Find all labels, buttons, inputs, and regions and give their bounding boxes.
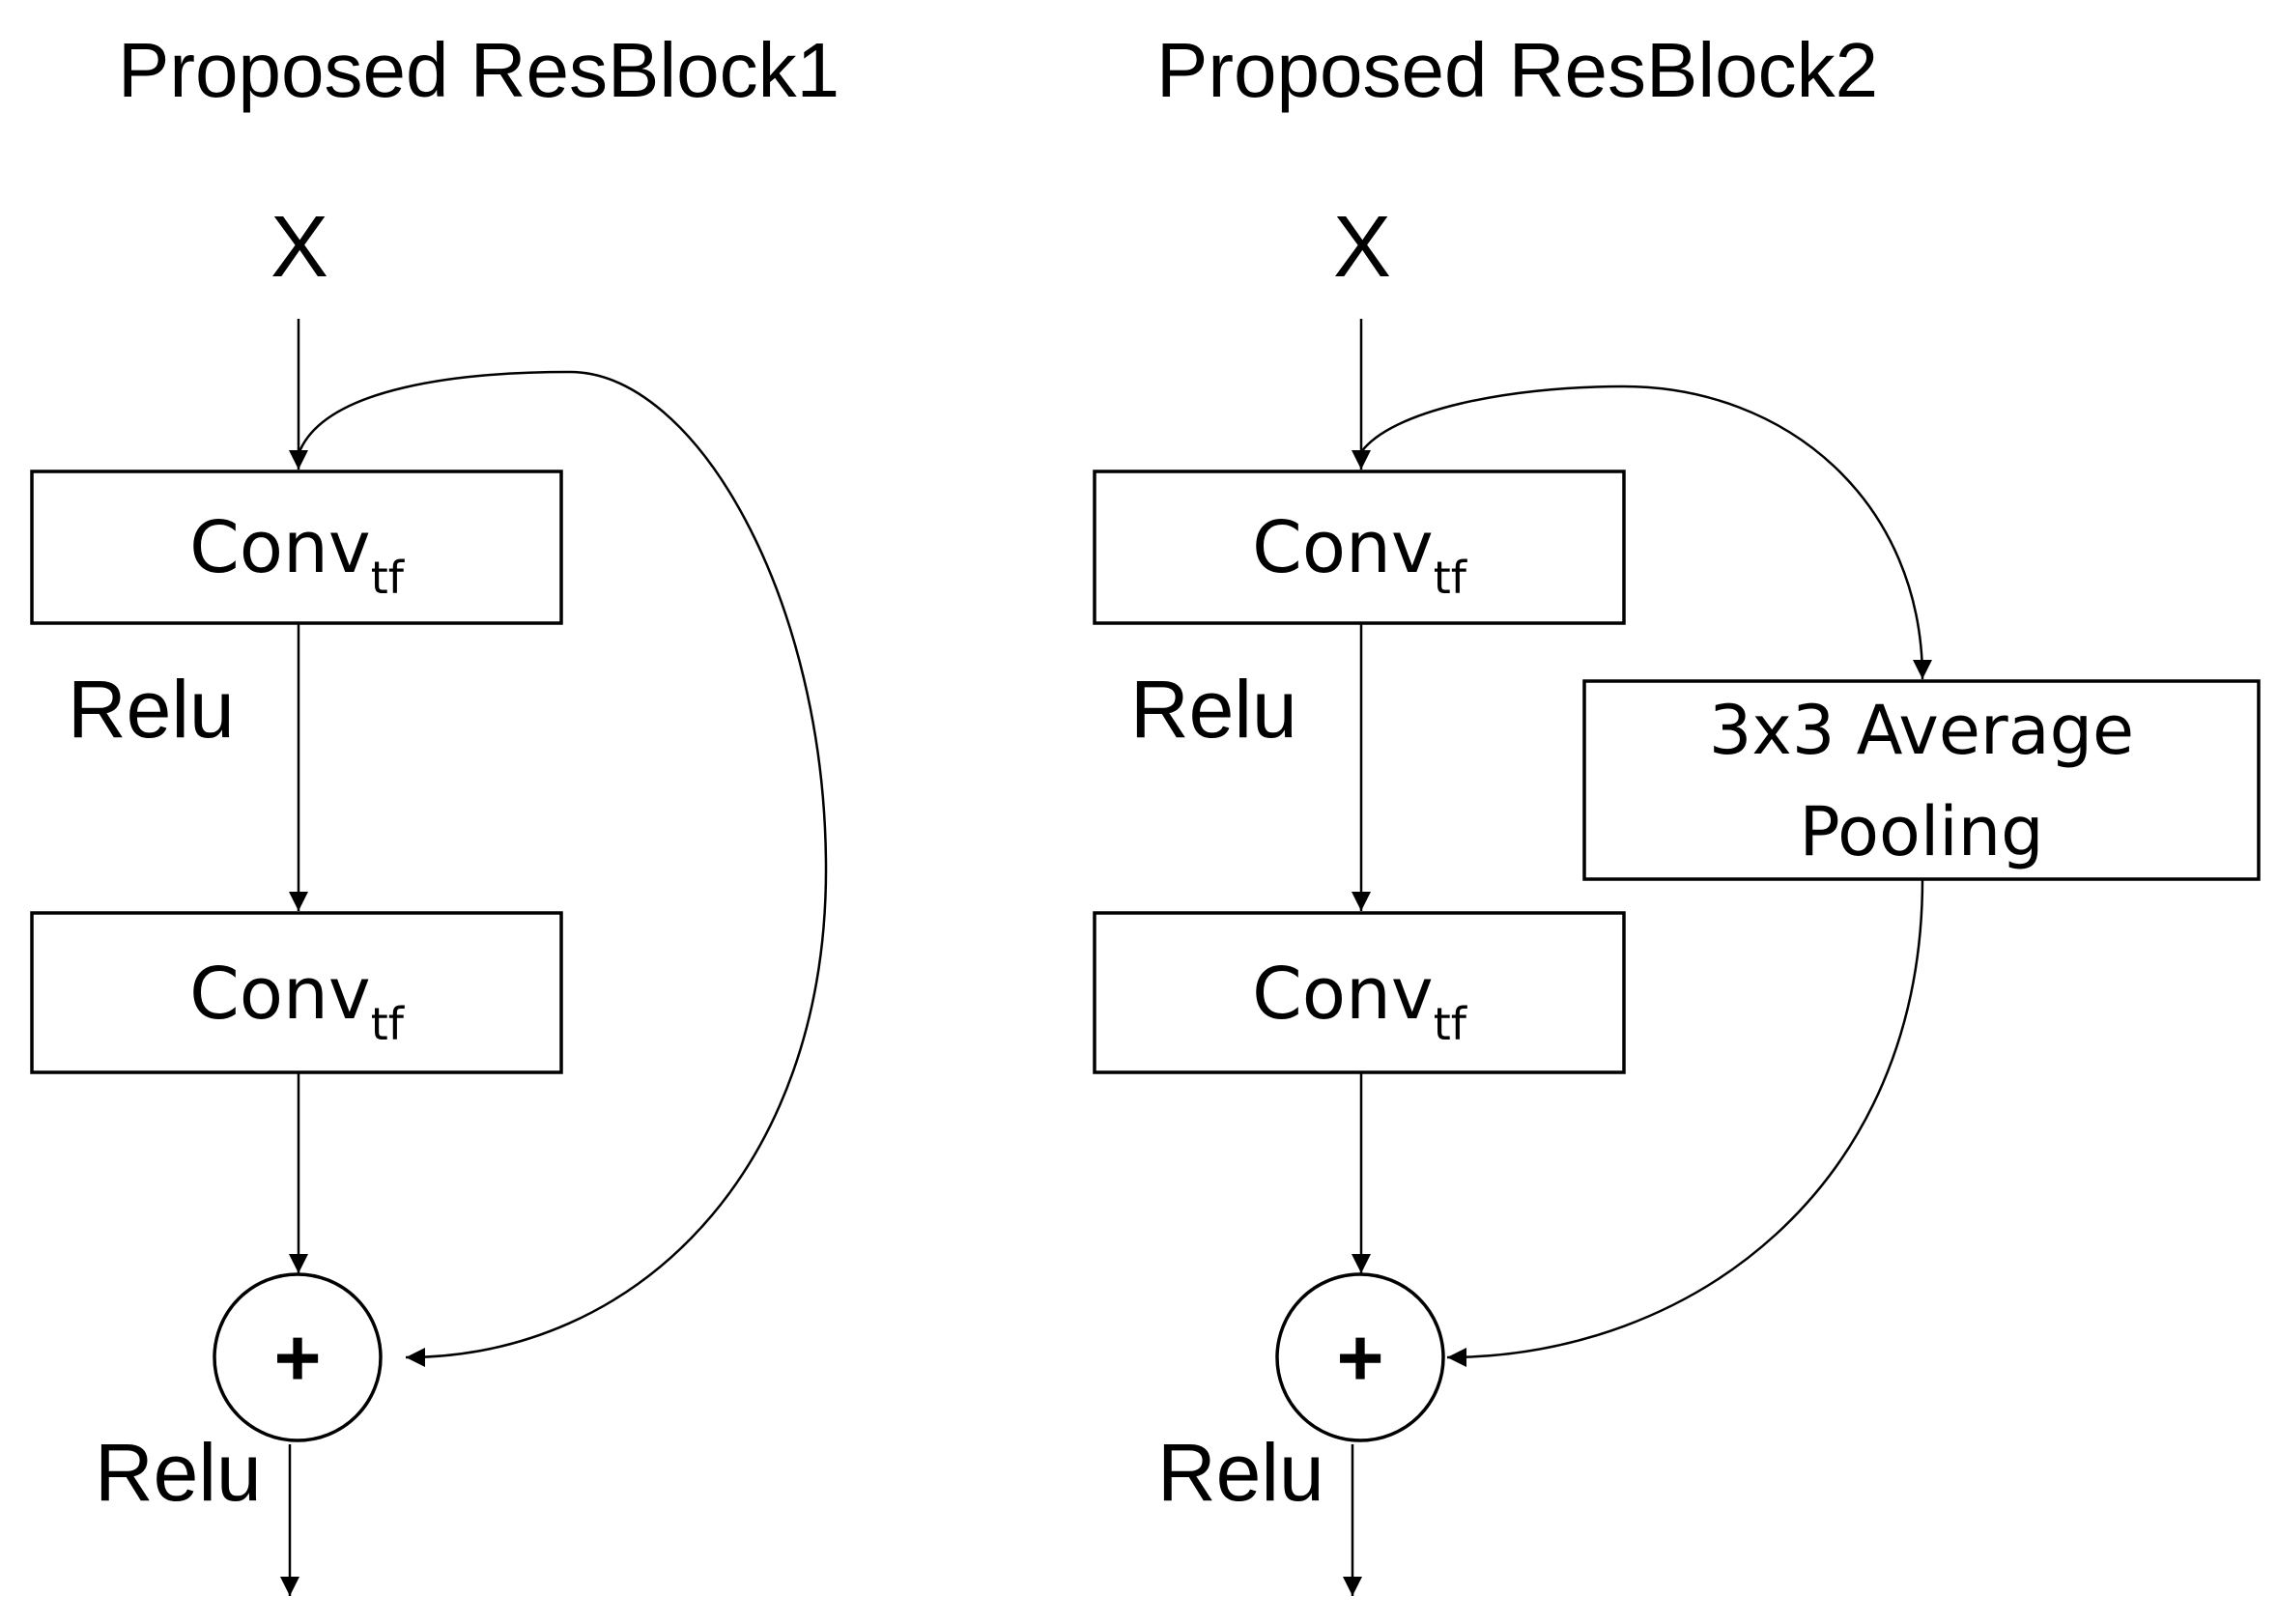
block-title: Proposed ResBlock2 <box>1156 27 1878 113</box>
resblock2: Proposed ResBlock2 X Convtf 3x3 Average … <box>1093 27 2261 1596</box>
conv2-label: Convtf <box>189 953 406 1050</box>
relu-out-label: Relu <box>95 1427 262 1518</box>
conv2-box: Convtf <box>30 911 563 1074</box>
input-label: X <box>1333 199 1391 296</box>
pool-label-line1: 3x3 Average <box>1709 691 2134 770</box>
conv1-box: Convtf <box>30 470 563 625</box>
block-title: Proposed ResBlock1 <box>118 27 840 113</box>
relu-mid-label: Relu <box>1130 664 1297 755</box>
skip-to-pool-arrow <box>1359 385 1932 680</box>
add-node: + <box>1275 1272 1445 1442</box>
input-label: X <box>270 199 328 296</box>
add-symbol: + <box>273 1312 321 1403</box>
conv1-label: Convtf <box>1252 506 1468 604</box>
add-node: + <box>213 1272 383 1442</box>
pool-label-line2: Pooling <box>1799 792 2043 871</box>
resblock1: Proposed ResBlock1 X Convtf Relu Convtf <box>30 27 840 1596</box>
conv2-label: Convtf <box>1252 953 1468 1050</box>
average-pooling-box: 3x3 Average Pooling <box>1582 679 2261 881</box>
relu-mid-label: Relu <box>68 664 235 755</box>
pool-to-add-arrow <box>1446 878 1924 1367</box>
skip-connection-arrow <box>297 370 828 1367</box>
conv1-box: Convtf <box>1093 470 1626 625</box>
add-symbol: + <box>1336 1312 1383 1403</box>
conv2-box: Convtf <box>1093 911 1626 1074</box>
conv1-label: Convtf <box>189 506 406 604</box>
relu-out-label: Relu <box>1157 1427 1324 1518</box>
